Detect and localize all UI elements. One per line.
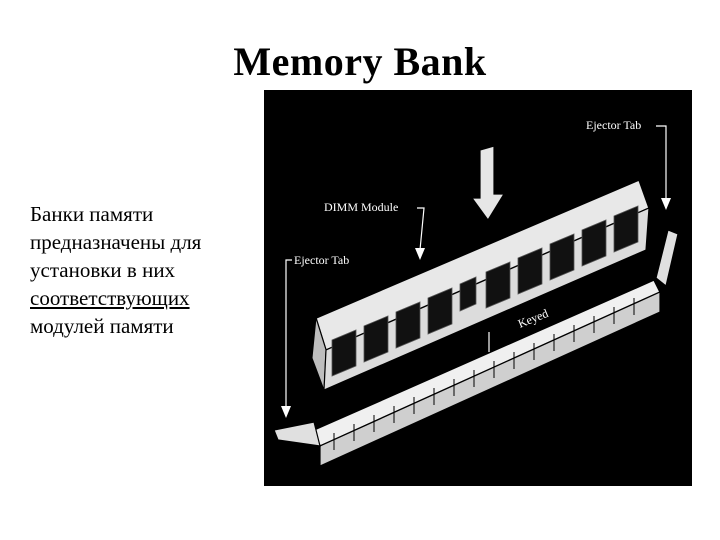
label-ejector-tab-left: Ejector Tab [294, 253, 349, 267]
memory-bank-drawing: Ejector Tab DIMM Module Ejector Tab Keye… [273, 118, 679, 467]
body-line-2: предназначены для [30, 230, 202, 254]
body-line-1: Банки памяти [30, 202, 154, 226]
slide-title: Memory Bank [233, 39, 487, 84]
memory-slot-side [319, 291, 661, 467]
ejector-tab-right [655, 229, 679, 288]
label-dimm-module: DIMM Module [324, 200, 398, 214]
memory-chips [331, 205, 639, 377]
insert-down-arrow-icon [470, 145, 506, 222]
label-ejector-tab-top: Ejector Tab [586, 118, 641, 132]
callout-lines [285, 125, 667, 408]
body-line-5: модулей памяти [30, 314, 174, 338]
slot-pins [333, 298, 635, 450]
callout-arrowheads [281, 198, 671, 418]
ejector-tab-left [273, 421, 321, 447]
memory-bank-illustration: Ejector Tab DIMM Module Ejector Tab Keye… [264, 90, 692, 486]
slide-body-text: Банки памяти предназначены для установки… [30, 200, 260, 340]
label-keyed: Keyed [516, 306, 550, 331]
body-line-4: соответствующих [30, 286, 190, 310]
body-line-3: установки в них [30, 258, 176, 282]
